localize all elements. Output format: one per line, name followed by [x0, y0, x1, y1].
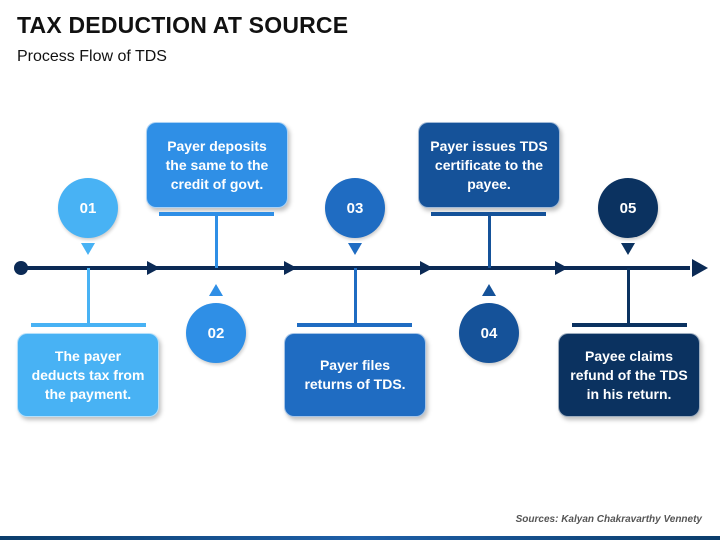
- step-5-pointer: [621, 243, 635, 255]
- page-subtitle: Process Flow of TDS: [17, 48, 167, 65]
- source-credit: Sources: Kalyan Chakravarthy Vennety: [515, 514, 702, 525]
- step-5-bar: [572, 323, 687, 327]
- step-1-connector: [87, 268, 90, 324]
- step-5-box: Payee claims refund of the TDS in his re…: [558, 333, 700, 417]
- step-5-number: 05: [598, 178, 658, 238]
- step-2-box: Payer deposits the same to the credit of…: [146, 122, 288, 208]
- step-3-connector: [354, 268, 357, 324]
- step-1-number: 01: [58, 178, 118, 238]
- step-3-bar: [297, 323, 412, 327]
- step-1-box: The payer deducts tax from the payment.: [17, 333, 159, 417]
- timeline-arrow-end: [692, 259, 708, 277]
- step-4-connector: [488, 214, 491, 268]
- timeline-arrow-4: [555, 261, 568, 275]
- timeline-start-dot: [14, 261, 28, 275]
- step-4-pointer: [482, 284, 496, 296]
- step-2-pointer: [209, 284, 223, 296]
- step-5-connector: [627, 268, 630, 324]
- step-3-pointer: [348, 243, 362, 255]
- page-title: TAX DEDUCTION AT SOURCE: [17, 12, 349, 38]
- step-3-number: 03: [325, 178, 385, 238]
- step-2-connector: [215, 214, 218, 268]
- step-4-box: Payer issues TDS certificate to the paye…: [418, 122, 560, 208]
- step-3-box: Payer files returns of TDS.: [284, 333, 426, 417]
- step-1-bar: [31, 323, 146, 327]
- footer-bar: [0, 536, 720, 540]
- timeline-arrow-2: [284, 261, 297, 275]
- step-1-pointer: [81, 243, 95, 255]
- step-4-number: 04: [459, 303, 519, 363]
- timeline-arrow-3: [420, 261, 433, 275]
- timeline-arrow-1: [147, 261, 160, 275]
- step-2-number: 02: [186, 303, 246, 363]
